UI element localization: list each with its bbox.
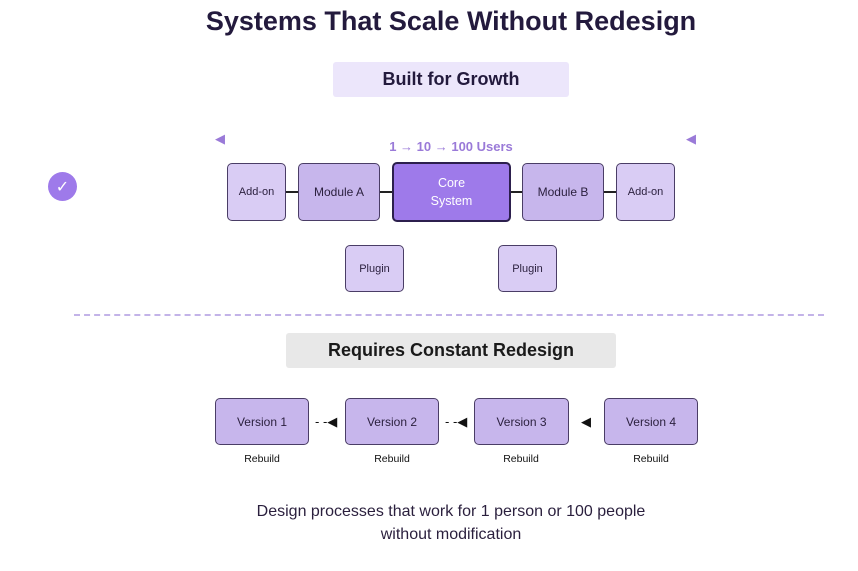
rebuild-label: Rebuild xyxy=(374,453,410,465)
page-title: Systems That Scale Without Redesign xyxy=(205,6,697,36)
plugin-box-right: Plugin xyxy=(498,245,557,292)
plugin-box-left: Plugin xyxy=(345,245,404,292)
dashed-arrow-icon: - -◀ xyxy=(445,414,468,429)
version-1-box: Version 1 xyxy=(215,398,309,445)
core-system-line1: Core xyxy=(437,176,466,190)
connector-line xyxy=(286,191,298,193)
rebuild-label: Rebuild xyxy=(244,453,280,465)
version-4-box: Version 4 xyxy=(604,398,698,445)
module-a-box: Module A xyxy=(298,163,380,221)
version-2-box: Version 2 xyxy=(345,398,439,445)
connector-line xyxy=(380,191,392,193)
rebuild-label: Rebuild xyxy=(633,453,669,465)
core-system-line2: System xyxy=(430,194,473,208)
connector-line xyxy=(604,191,616,193)
triangle-left-icon: ◀ xyxy=(215,131,225,146)
footer-line-1: Design processes that work for 1 person … xyxy=(256,503,646,520)
addon-box-left: Add-on xyxy=(227,163,286,221)
module-b-box: Module B xyxy=(522,163,604,221)
triangle-left-icon: ◀ xyxy=(686,131,696,146)
dashed-arrow-icon: - -◀ xyxy=(315,414,338,429)
section-divider xyxy=(74,314,824,316)
growth-section-label: Built for Growth xyxy=(333,62,569,97)
core-system-box: Core System xyxy=(392,162,511,222)
addon-box-right: Add-on xyxy=(616,163,675,221)
check-icon: ✓ xyxy=(48,172,77,201)
rebuild-label: Rebuild xyxy=(503,453,539,465)
footer-line-2: without modification xyxy=(380,526,522,543)
version-3-box: Version 3 xyxy=(474,398,569,445)
user-scale-label: 1 → 10 → 100 Users xyxy=(389,139,513,154)
connector-line xyxy=(510,191,522,193)
arrow-left-icon: ◀ xyxy=(581,414,591,429)
redesign-section-label: Requires Constant Redesign xyxy=(286,333,616,368)
footer-text: Design processes that work for 1 person … xyxy=(0,500,858,546)
